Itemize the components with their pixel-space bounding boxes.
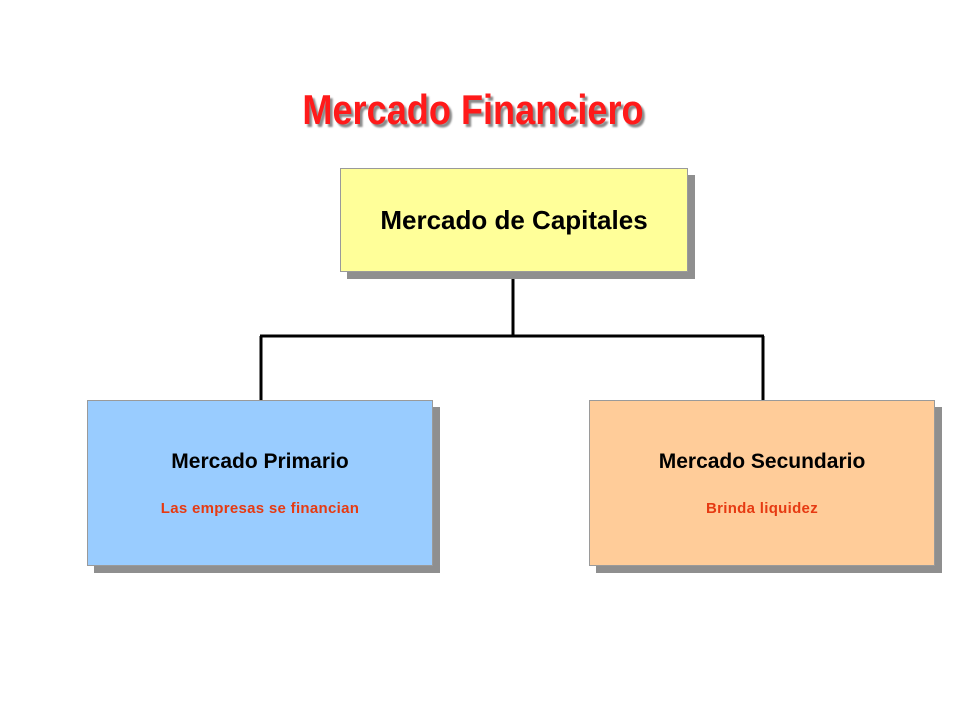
node-label: Mercado Primario — [171, 449, 349, 473]
node-description: Las empresas se financian — [160, 499, 360, 517]
node-mercado-primario: Mercado Primario Las empresas se financi… — [87, 400, 433, 566]
node-description: Brinda liquidez — [705, 499, 818, 517]
node-label: Mercado de Capitales — [380, 204, 648, 235]
node-mercado-de-capitales: Mercado de Capitales — [340, 168, 688, 272]
node-mercado-secundario: Mercado Secundario Brinda liquidez — [589, 400, 935, 566]
node-label: Mercado Secundario — [658, 449, 866, 473]
diagram-title: Mercado Financiero — [302, 86, 644, 133]
